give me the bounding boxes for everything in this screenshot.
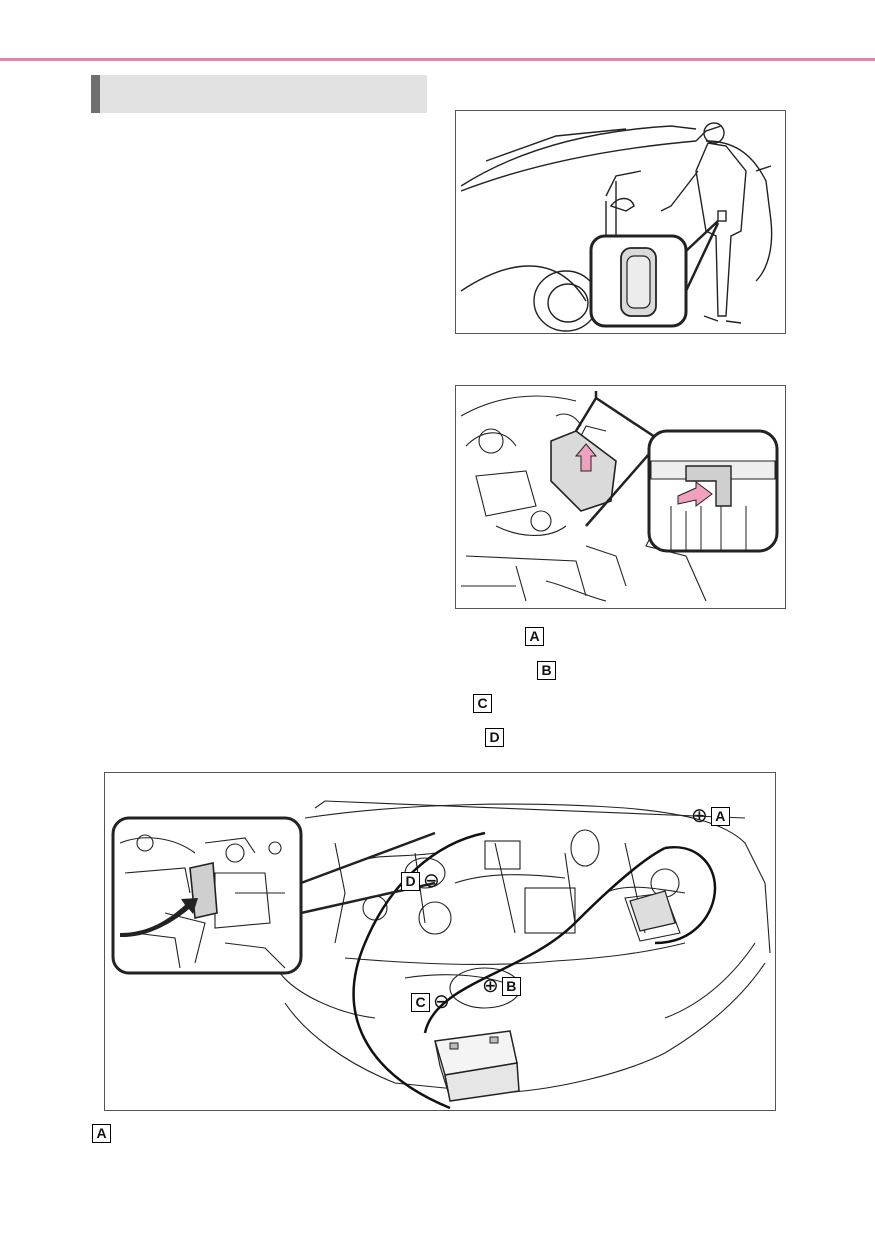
footer-label-a: A (92, 1124, 111, 1143)
label-d: D (485, 728, 504, 747)
jump-start-figure: ⊕A D⊖ ⊕B C⊖ (104, 772, 776, 1111)
terminal-label-b: ⊕B (479, 975, 521, 997)
smart-key-figure (455, 110, 786, 334)
plus-icon: ⊕ (691, 805, 708, 827)
label-box-c: C (411, 993, 430, 1012)
jump-start-illustration (111, 800, 771, 1110)
top-accent-rule (0, 58, 875, 61)
minus-icon: ⊖ (433, 991, 450, 1013)
terminal-label-c: C⊖ (411, 991, 453, 1013)
label-a: A (525, 627, 544, 646)
smart-key-illustration (460, 122, 773, 332)
terminal-label-d: D⊖ (401, 870, 443, 892)
plus-icon: ⊕ (482, 975, 499, 997)
fuse-box-figure (455, 385, 786, 609)
label-b: B (537, 661, 556, 680)
label-box-b: B (501, 977, 521, 996)
section-header (91, 75, 427, 113)
label-c: C (473, 694, 492, 713)
minus-icon: ⊖ (423, 870, 440, 892)
fuse-box-illustration (460, 391, 779, 602)
section-header-accent (91, 75, 100, 113)
label-box-a: A (710, 807, 730, 826)
terminal-label-a: ⊕A (688, 805, 730, 827)
label-box-d: D (401, 872, 420, 891)
